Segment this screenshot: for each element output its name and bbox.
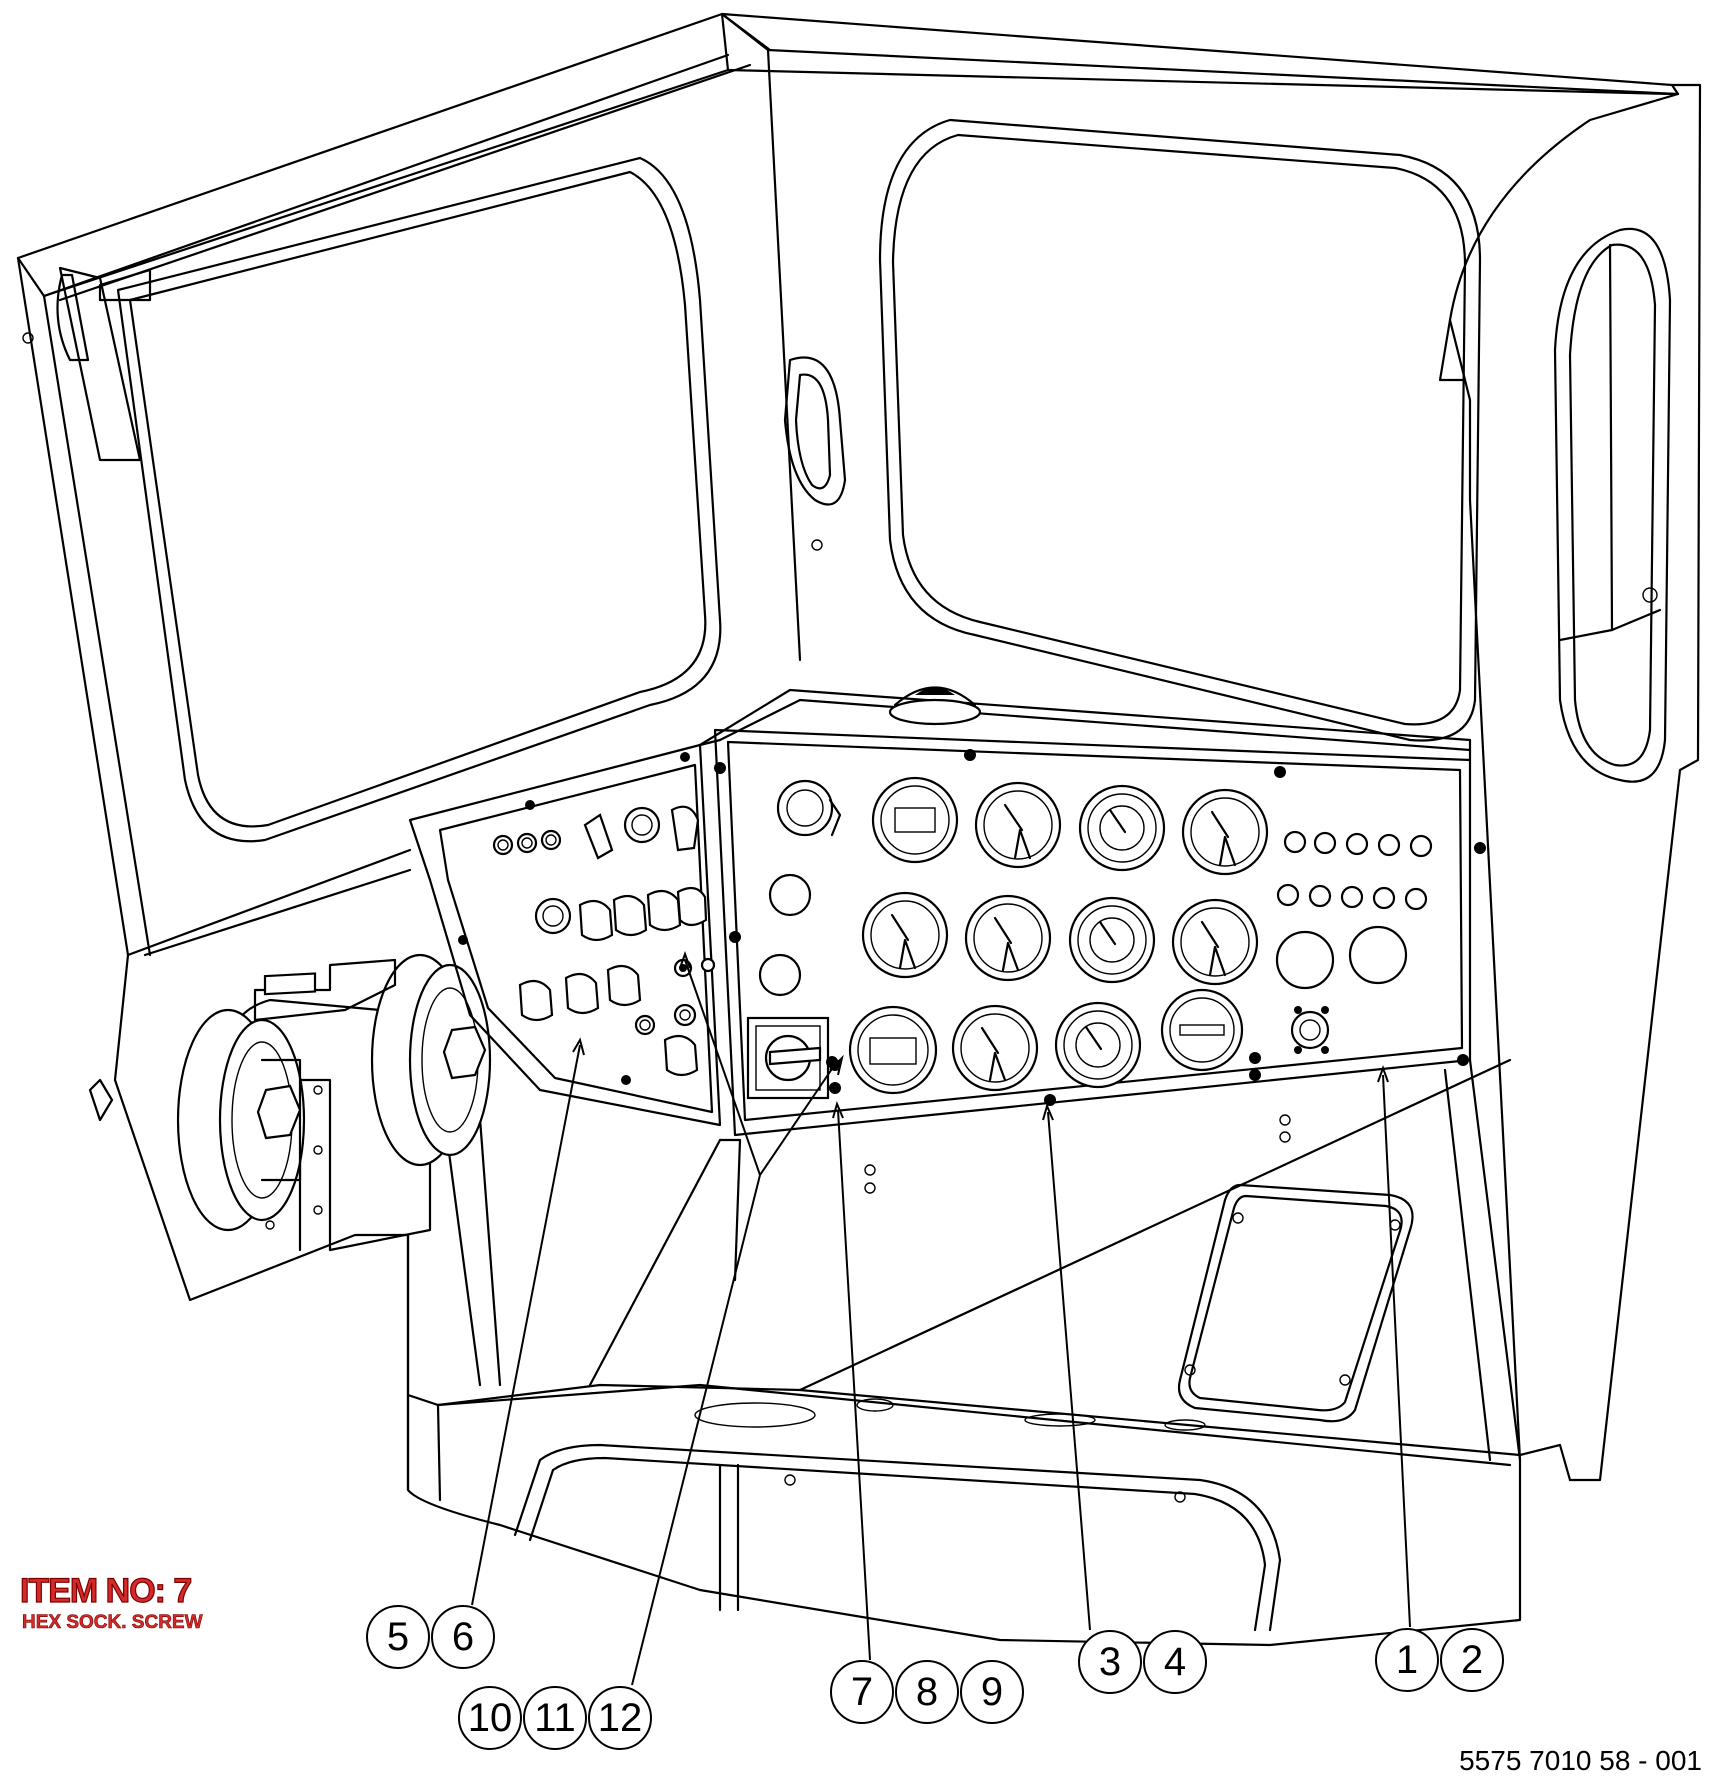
cab-right-wall	[783, 83, 1702, 1482]
svg-text:6: 6	[452, 1615, 474, 1659]
balloon-5: 5	[366, 1605, 430, 1669]
balloon-8: 8	[895, 1660, 959, 1724]
svg-text:11: 11	[534, 1696, 576, 1740]
svg-text:2: 2	[1461, 1638, 1483, 1682]
main-instrument-panel	[698, 686, 1486, 1137]
svg-text:12: 12	[598, 1696, 643, 1740]
balloon-1: 1	[1375, 1628, 1439, 1692]
balloon-9: 9	[960, 1660, 1024, 1724]
balloon-12: 12	[588, 1686, 652, 1750]
svg-text:5: 5	[387, 1615, 409, 1659]
svg-text:10: 10	[468, 1696, 513, 1740]
drawing-number: 5575 7010 58 - 001	[1459, 1745, 1702, 1776]
balloon-11: 11	[523, 1686, 587, 1750]
balloon-3: 3	[1078, 1630, 1142, 1694]
balloon-10: 10	[458, 1686, 522, 1750]
balloon-7: 7	[830, 1660, 894, 1724]
svg-text:1: 1	[1396, 1638, 1418, 1682]
side-drum-assembly	[88, 953, 492, 1252]
gauge-row-2	[861, 891, 1259, 986]
gauge-row-1	[871, 776, 1269, 876]
cab-frame	[16, 12, 1680, 1492]
balloon-2: 2	[1440, 1628, 1504, 1692]
svg-text:4: 4	[1164, 1640, 1186, 1684]
svg-text:9: 9	[981, 1670, 1003, 1714]
svg-text:8: 8	[916, 1670, 938, 1714]
indicator-lamps	[1275, 830, 1433, 1054]
item-balloons: 1 2 3 4 5 6 7 8	[366, 1605, 1504, 1750]
left-switch-panel	[408, 738, 722, 1127]
leader-lines	[471, 951, 1411, 1686]
item-number-title: ITEM NO: 7	[19, 1571, 193, 1610]
balloon-4: 4	[1143, 1630, 1207, 1694]
svg-text:3: 3	[1099, 1640, 1121, 1684]
gauge-row-3	[848, 988, 1244, 1095]
svg-text:7: 7	[851, 1670, 873, 1714]
item-description: HEX SOCK. SCREW	[22, 1612, 203, 1634]
balloon-6: 6	[431, 1605, 495, 1669]
